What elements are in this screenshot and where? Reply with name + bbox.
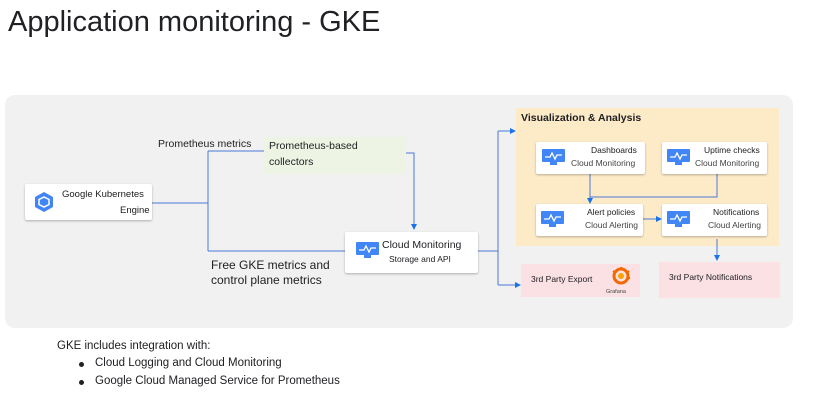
- monitoring-icon: [356, 242, 379, 258]
- free-metrics-label-line1: Free GKE metrics and: [211, 258, 330, 272]
- footer-intro: GKE includes integration with:: [57, 340, 211, 352]
- dashboards-title: Dashboards: [591, 145, 637, 155]
- bullet-dot: [79, 380, 84, 385]
- gke-label-line2: Engine: [120, 205, 150, 216]
- collectors-label-line1: Prometheus-based: [269, 140, 358, 152]
- alert-policies-subtitle: Cloud Alerting: [585, 220, 638, 230]
- monitoring-icon: [542, 149, 565, 165]
- uptime-checks-title: Uptime checks: [704, 145, 760, 155]
- footer-bullet: Google Cloud Managed Service for Prometh…: [95, 375, 340, 387]
- third-party-notifications-box[interactable]: [659, 262, 780, 298]
- dashboards-subtitle: Cloud Monitoring: [571, 158, 636, 168]
- monitoring-icon: [541, 211, 564, 227]
- notifications-subtitle: Cloud Alerting: [708, 220, 761, 230]
- uptime-checks-subtitle: Cloud Monitoring: [695, 158, 760, 168]
- third-party-notifications-label: 3rd Party Notifications: [669, 272, 753, 282]
- monitoring-icon: [667, 211, 690, 227]
- page-title: Application monitoring - GKE: [8, 6, 381, 38]
- prometheus-collectors-box[interactable]: [264, 137, 406, 174]
- alert-policies-title: Alert policies: [587, 207, 636, 217]
- free-metrics-label-line2: control plane metrics: [211, 273, 322, 287]
- gke-hexagon-icon: [35, 192, 53, 212]
- grafana-logo-icon: [612, 266, 630, 285]
- prometheus-metrics-label: Prometheus metrics: [158, 138, 252, 150]
- third-party-export-label: 3rd Party Export: [531, 274, 593, 284]
- gke-label-line1: Google Kubernetes: [62, 189, 144, 200]
- monitoring-icon: [667, 149, 690, 165]
- viz-title: Visualization & Analysis: [521, 112, 642, 124]
- cloud-monitoring-subtitle: Storage and API: [389, 254, 451, 264]
- cloud-monitoring-title: Cloud Monitoring: [382, 239, 462, 251]
- collectors-label-line2: collectors: [269, 156, 314, 168]
- notifications-title: Notifications: [713, 207, 760, 217]
- footer-bullet: Cloud Logging and Cloud Monitoring: [95, 357, 282, 369]
- bullet-dot: [79, 362, 84, 367]
- grafana-logo-text: Grafana: [606, 289, 626, 295]
